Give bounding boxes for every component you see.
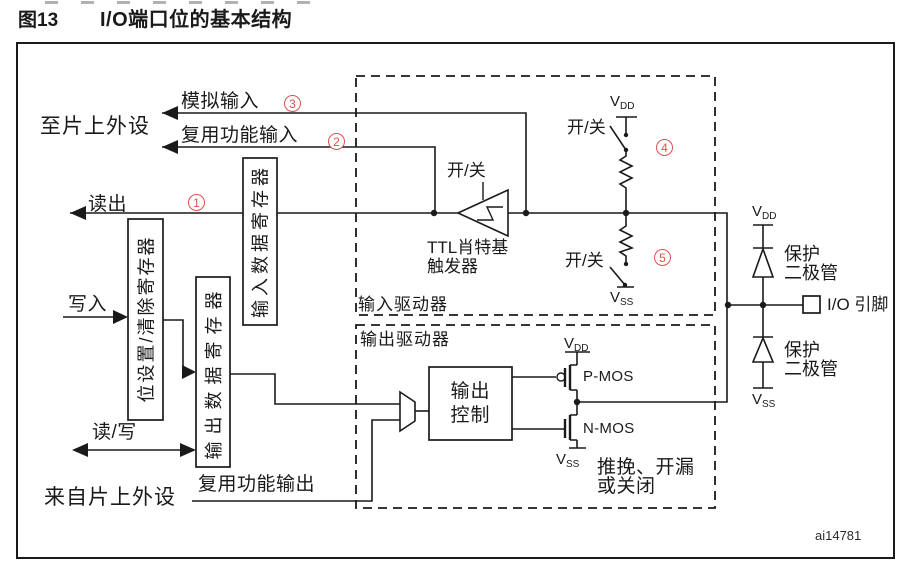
junction-dot <box>573 398 581 406</box>
from-peripherals-label: 来自片上外设 <box>44 486 176 509</box>
pulldown-vss-label: VSS <box>610 289 634 308</box>
switch-contact-dot <box>623 132 629 138</box>
image-reference: ai14781 <box>815 528 862 543</box>
io-pin-label: I/O 引脚 <box>827 295 889 314</box>
switch-contact-dot <box>623 261 629 267</box>
read-write-left-arrowhead <box>72 443 88 457</box>
input-driver-label: 输入驱动器 <box>358 295 448 314</box>
pullup-switch-label: 开/关 <box>567 118 606 137</box>
to-peripherals-label: 至片上外设 <box>40 115 150 138</box>
output-data-register-box <box>195 276 231 468</box>
bit-set-clear-register-box <box>127 218 164 421</box>
output-driver-label: 输出驱动器 <box>360 330 450 349</box>
figure-number: 图13 <box>18 10 59 31</box>
analog-arrowhead <box>162 106 178 120</box>
schmitt-trigger-icon <box>456 188 509 238</box>
af-output-wire <box>192 419 400 502</box>
switch-contact-dot <box>623 147 629 153</box>
junction-dot <box>622 209 630 217</box>
junction-dot <box>724 301 732 309</box>
output-driver-dashed-box <box>355 324 716 509</box>
nmos-label: N-MOS <box>583 420 635 437</box>
drive-mode-line1: 推挽、开漏 <box>597 457 695 478</box>
read-write-right-arrowhead <box>180 443 196 457</box>
input-data-register-label: 输入数据寄存器 <box>250 164 271 318</box>
output-control-box <box>428 366 513 441</box>
pulldown-switch-label: 开/关 <box>565 251 604 270</box>
outreg-to-mux-wire <box>230 373 400 405</box>
pulldown-switch-lever-icon <box>609 266 626 286</box>
hysteresis-icon <box>477 206 503 221</box>
af-input-wire <box>162 146 436 213</box>
drive-mode-line2: 或关闭 <box>597 476 656 497</box>
analog-input-wire <box>162 112 527 213</box>
badge-3: 3 <box>284 95 301 112</box>
output-control-line1: 输出 <box>450 380 491 402</box>
read-arrowhead <box>70 206 86 220</box>
badge-4: 4 <box>656 139 673 156</box>
pullup-switch-lever-icon <box>609 125 627 151</box>
upper-protection-diode-label-line2: 二极管 <box>784 263 838 283</box>
output-control-line2: 控制 <box>450 404 491 426</box>
badge-5: 5 <box>654 249 671 266</box>
nmos-vss-label: VSS <box>556 451 580 470</box>
pulldown-resistor-icon <box>618 213 635 264</box>
badge-1: 1 <box>188 194 205 211</box>
input-driver-dashed-box <box>355 75 716 316</box>
write-label: 写入 <box>68 294 108 315</box>
upper-protection-diode-label-line1: 保护 <box>784 244 820 264</box>
bitset-to-outreg-wire <box>163 319 184 373</box>
pullup-vdd-label: VDD <box>610 93 635 112</box>
figure-title: I/O端口位的基本结构 <box>100 9 293 31</box>
pmos-label: P-MOS <box>583 368 634 385</box>
pullup-resistor-icon <box>618 150 634 213</box>
af-output-label: 复用功能输出 <box>198 474 316 495</box>
bitset-arrowhead <box>182 365 196 379</box>
af-input-label: 复用功能输入 <box>181 125 299 146</box>
lower-protection-diode-label-line2: 二极管 <box>784 359 838 379</box>
switch-contact-dot <box>622 282 628 288</box>
input-data-register-box <box>242 157 278 326</box>
schmitt-name-line2: 触发器 <box>427 257 478 276</box>
schmitt-name-line1: TTL肖特基 <box>427 238 509 257</box>
output-control-label: 输出 控制 <box>429 367 512 440</box>
junction-dot <box>522 209 530 217</box>
diode-vss-label: VSS <box>752 391 776 410</box>
junction-dot <box>430 209 438 217</box>
read-write-label: 读/写 <box>92 422 137 443</box>
lower-protection-diode-icon <box>751 335 775 363</box>
lower-protection-diode-label-line1: 保护 <box>784 340 820 360</box>
output-mux-icon <box>399 390 416 433</box>
io-pin-square-icon <box>802 295 821 314</box>
output-data-register-label: 输出数据寄存器 <box>204 284 224 460</box>
upper-protection-diode-icon <box>751 246 775 278</box>
nmos-stubs <box>570 414 577 441</box>
cropped-text-artifact <box>45 1 333 4</box>
analog-input-label: 模拟输入 <box>181 91 260 112</box>
write-arrowhead <box>113 310 128 324</box>
af-input-arrowhead <box>162 140 178 154</box>
pmos-stubs <box>570 364 577 391</box>
pmos-vdd-label: VDD <box>564 335 589 354</box>
junction-dot <box>759 301 767 309</box>
badge-2: 2 <box>328 133 345 150</box>
read-label: 读出 <box>88 194 128 215</box>
bit-set-clear-register-label: 位设置/清除寄存器 <box>136 235 157 403</box>
diode-vdd-label: VDD <box>752 203 777 222</box>
figure-border <box>16 42 895 559</box>
schmitt-switch-label: 开/关 <box>447 161 486 180</box>
